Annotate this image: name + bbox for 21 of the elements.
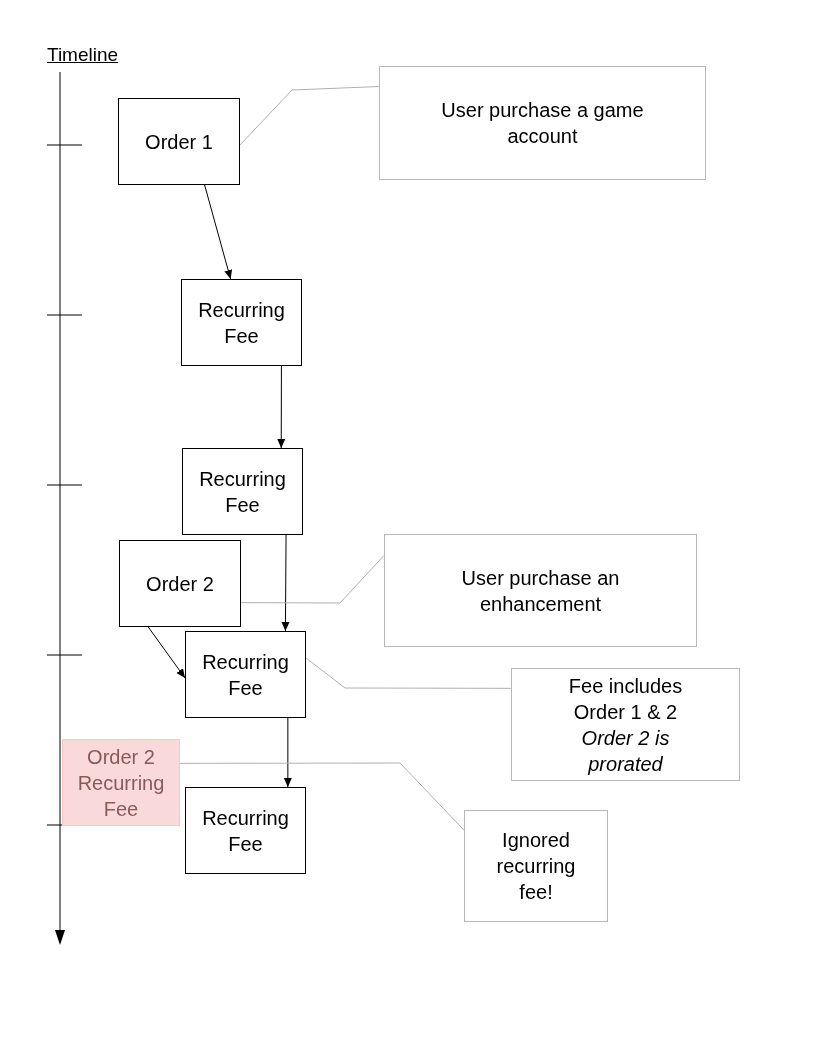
callout-box: User purchase a game account <box>379 66 706 180</box>
arrow <box>204 184 233 280</box>
arrow <box>277 365 286 449</box>
callout-box: User purchase an enhancement <box>384 534 697 647</box>
process-box: Recurring Fee <box>185 787 306 874</box>
process-box: Recurring Fee <box>181 279 302 366</box>
leader-line <box>239 86 380 146</box>
process-box: Order 1 <box>118 98 240 185</box>
arrow <box>281 534 290 632</box>
callout-box: Fee includes Order 1 & 2 Order 2 is prorated <box>511 668 740 781</box>
process-box: Recurring Fee <box>185 631 306 718</box>
callout-box: Ignored recurring fee! <box>464 810 608 922</box>
process-box: Order 2 <box>119 540 241 627</box>
arrow <box>147 626 186 679</box>
leader-line <box>240 554 385 604</box>
leader-line <box>179 762 465 831</box>
arrow <box>283 717 292 788</box>
timeline-label: Timeline <box>47 44 119 66</box>
leader-line <box>305 657 512 689</box>
faded-process-box: Order 2 Recurring Fee <box>62 739 180 826</box>
process-box: Recurring Fee <box>182 448 303 535</box>
